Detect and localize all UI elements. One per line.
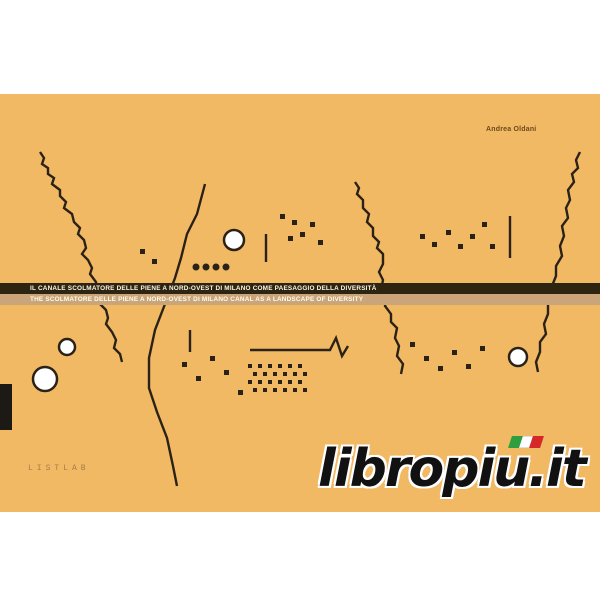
author-name: Andrea Oldani: [486, 126, 537, 133]
publisher-name: LISTLAB: [28, 464, 90, 473]
cover-map-illustration: [31, 151, 582, 487]
watermark-text: libropiu.it: [318, 439, 587, 499]
book-cover: Andrea Oldani IL CANALE SCOLMATORE DELLE…: [0, 94, 600, 512]
watermark-logo: libropiu.it: [318, 434, 598, 504]
title-english: THE SCOLMATORE DELLE PIENE A NORD-OVEST …: [0, 294, 600, 305]
title-italian: IL CANALE SCOLMATORE DELLE PIENE A NORD-…: [0, 283, 600, 294]
spine-mark: [0, 384, 12, 430]
